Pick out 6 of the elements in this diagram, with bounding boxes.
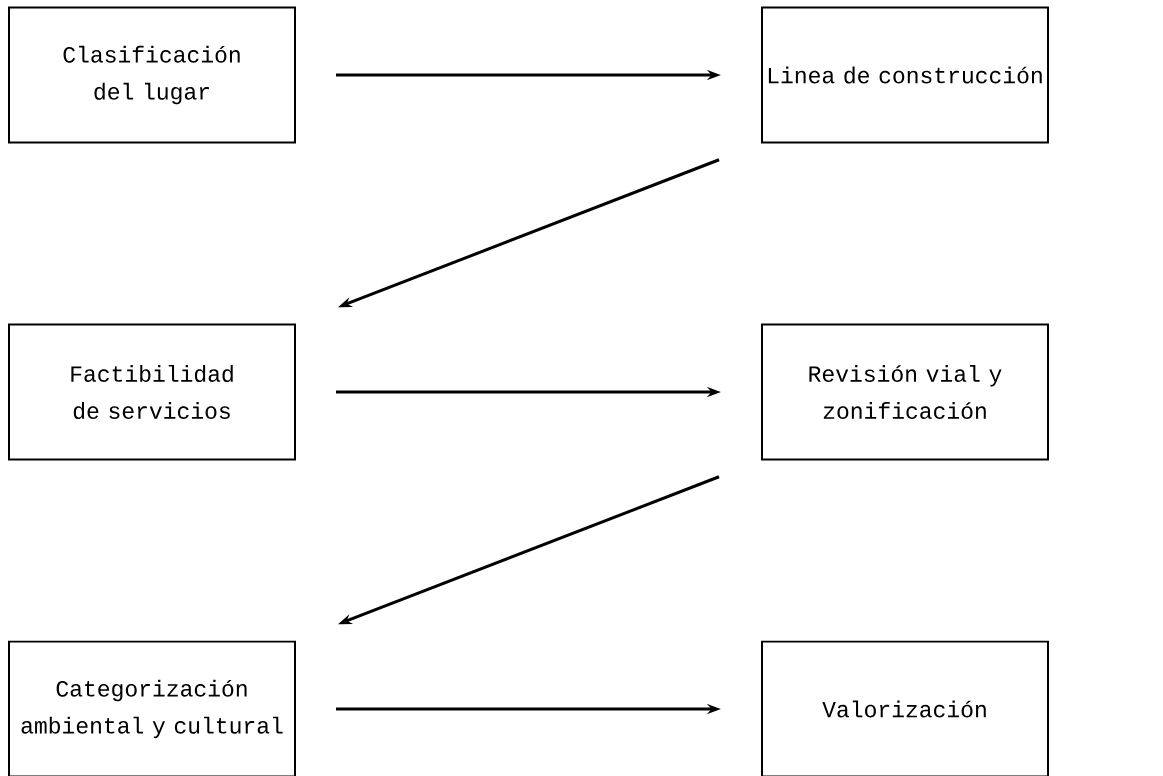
process-box: Linea de construcción [761,6,1049,144]
process-box: Clasificación del lugar [8,6,296,144]
process-box: Valorización [761,640,1049,776]
process-box: Factibilidad de servicios [8,323,296,461]
process-box: Categorización ambiental y cultural [8,640,296,776]
process-box: Revisión vial y zonificación [761,323,1049,461]
